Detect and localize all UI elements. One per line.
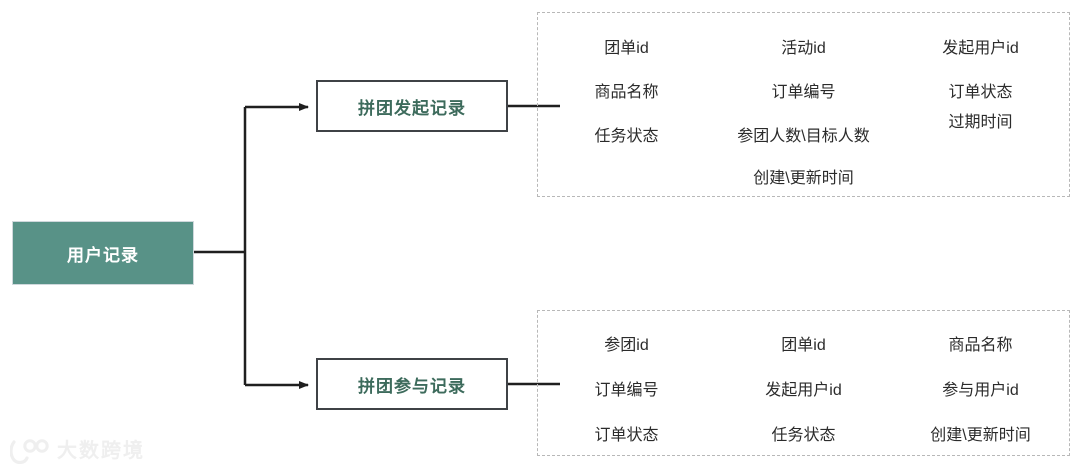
- root-node-label: 用户记录: [67, 245, 139, 265]
- entity-node-label: 拼团参与记录: [358, 376, 466, 396]
- field-cell: 订单状态: [948, 84, 1013, 101]
- field-cell: 创建\更新时间: [930, 427, 1031, 444]
- logo-icon: [10, 439, 49, 464]
- field-cell: 团单id: [781, 337, 826, 354]
- watermark: 大数跨境: [10, 438, 145, 464]
- field-cell: 发起用户id: [765, 382, 842, 399]
- field-row: 任务状态 参团人数\目标人数 过期时间: [538, 115, 1069, 145]
- field-cell: 参团人数\目标人数: [737, 128, 870, 145]
- watermark-text: 大数跨境: [57, 440, 145, 462]
- entity-node-label: 拼团发起记录: [358, 98, 466, 118]
- entity-node-group-initiate[interactable]: 拼团发起记录: [316, 80, 508, 132]
- field-cell: 发起用户id: [942, 40, 1019, 57]
- field-cell: 参与用户id: [942, 382, 1019, 399]
- field-cell: 活动id: [781, 40, 826, 57]
- field-cell: 商品名称: [594, 84, 659, 101]
- field-row: 创建\更新时间: [538, 171, 1069, 187]
- field-row: 团单id 活动id 发起用户id: [538, 41, 1069, 57]
- field-row: 订单状态 任务状态 创建\更新时间: [538, 428, 1069, 444]
- field-cell: 订单状态: [594, 427, 659, 444]
- field-group-join: 参团id 团单id 商品名称 订单编号 发起用户id 参与用户id 订单状态 任…: [537, 310, 1070, 456]
- entity-node-group-join[interactable]: 拼团参与记录: [316, 358, 508, 410]
- field-cell: 创建\更新时间: [753, 170, 854, 187]
- field-group-initiate: 团单id 活动id 发起用户id 商品名称 订单编号 订单状态 任务状态 参团人…: [537, 12, 1070, 197]
- field-cell: 团单id: [604, 40, 649, 57]
- field-cell: 商品名称: [948, 337, 1013, 354]
- field-cell: 过期时间: [948, 114, 1013, 131]
- root-node-user-record[interactable]: 用户记录: [12, 221, 194, 285]
- field-cell: 订单编号: [771, 84, 836, 101]
- field-cell: 任务状态: [594, 128, 659, 145]
- field-cell: 参团id: [604, 337, 649, 354]
- field-cell: 订单编号: [594, 382, 659, 399]
- field-row: 参团id 团单id 商品名称: [538, 338, 1069, 354]
- field-cell: 任务状态: [771, 427, 836, 444]
- field-row: 商品名称 订单编号 订单状态: [538, 85, 1069, 101]
- field-row: 订单编号 发起用户id 参与用户id: [538, 383, 1069, 399]
